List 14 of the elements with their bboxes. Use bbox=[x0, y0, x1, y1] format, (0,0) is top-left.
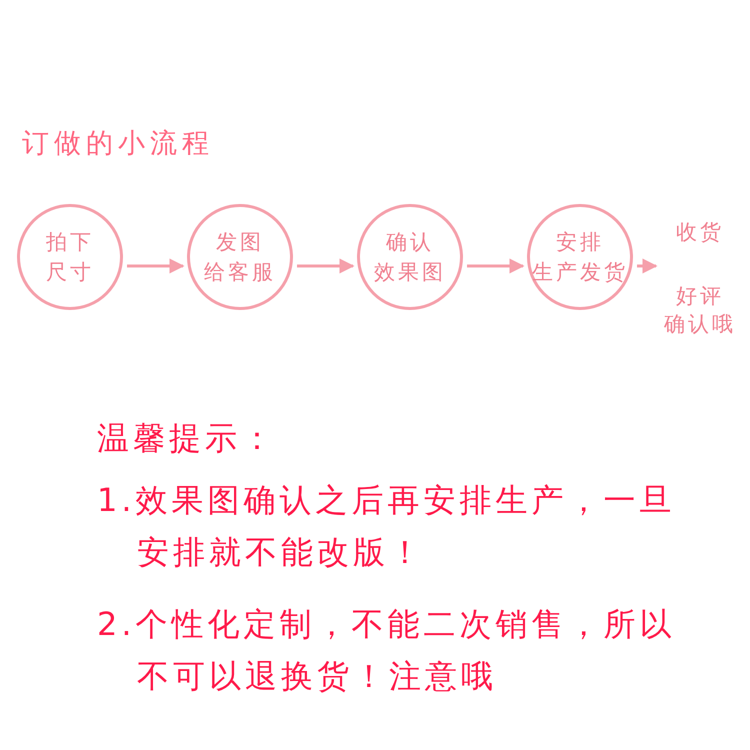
arrow bbox=[297, 258, 354, 274]
step-label: 收货 bbox=[675, 219, 725, 246]
title: 订做的小流程 bbox=[22, 127, 214, 161]
arrow bbox=[467, 258, 524, 274]
note-heading: 温馨提示： bbox=[97, 418, 277, 459]
step-circle: 安排生产发货 bbox=[527, 204, 633, 310]
arrow bbox=[637, 258, 658, 274]
step-circle: 发图给客服 bbox=[187, 204, 293, 310]
step-label: 好评确认哦 bbox=[663, 283, 737, 338]
step-circle: 拍下尺寸 bbox=[17, 204, 123, 310]
step-circle: 确认效果图 bbox=[357, 204, 463, 310]
arrow bbox=[127, 258, 184, 274]
note-item: 1.效果图确认之后再安排生产，一旦安排就不能改版！ bbox=[97, 480, 677, 573]
note-item: 2.个性化定制，不能二次销售，所以不可以退换货！注意哦 bbox=[97, 604, 677, 697]
